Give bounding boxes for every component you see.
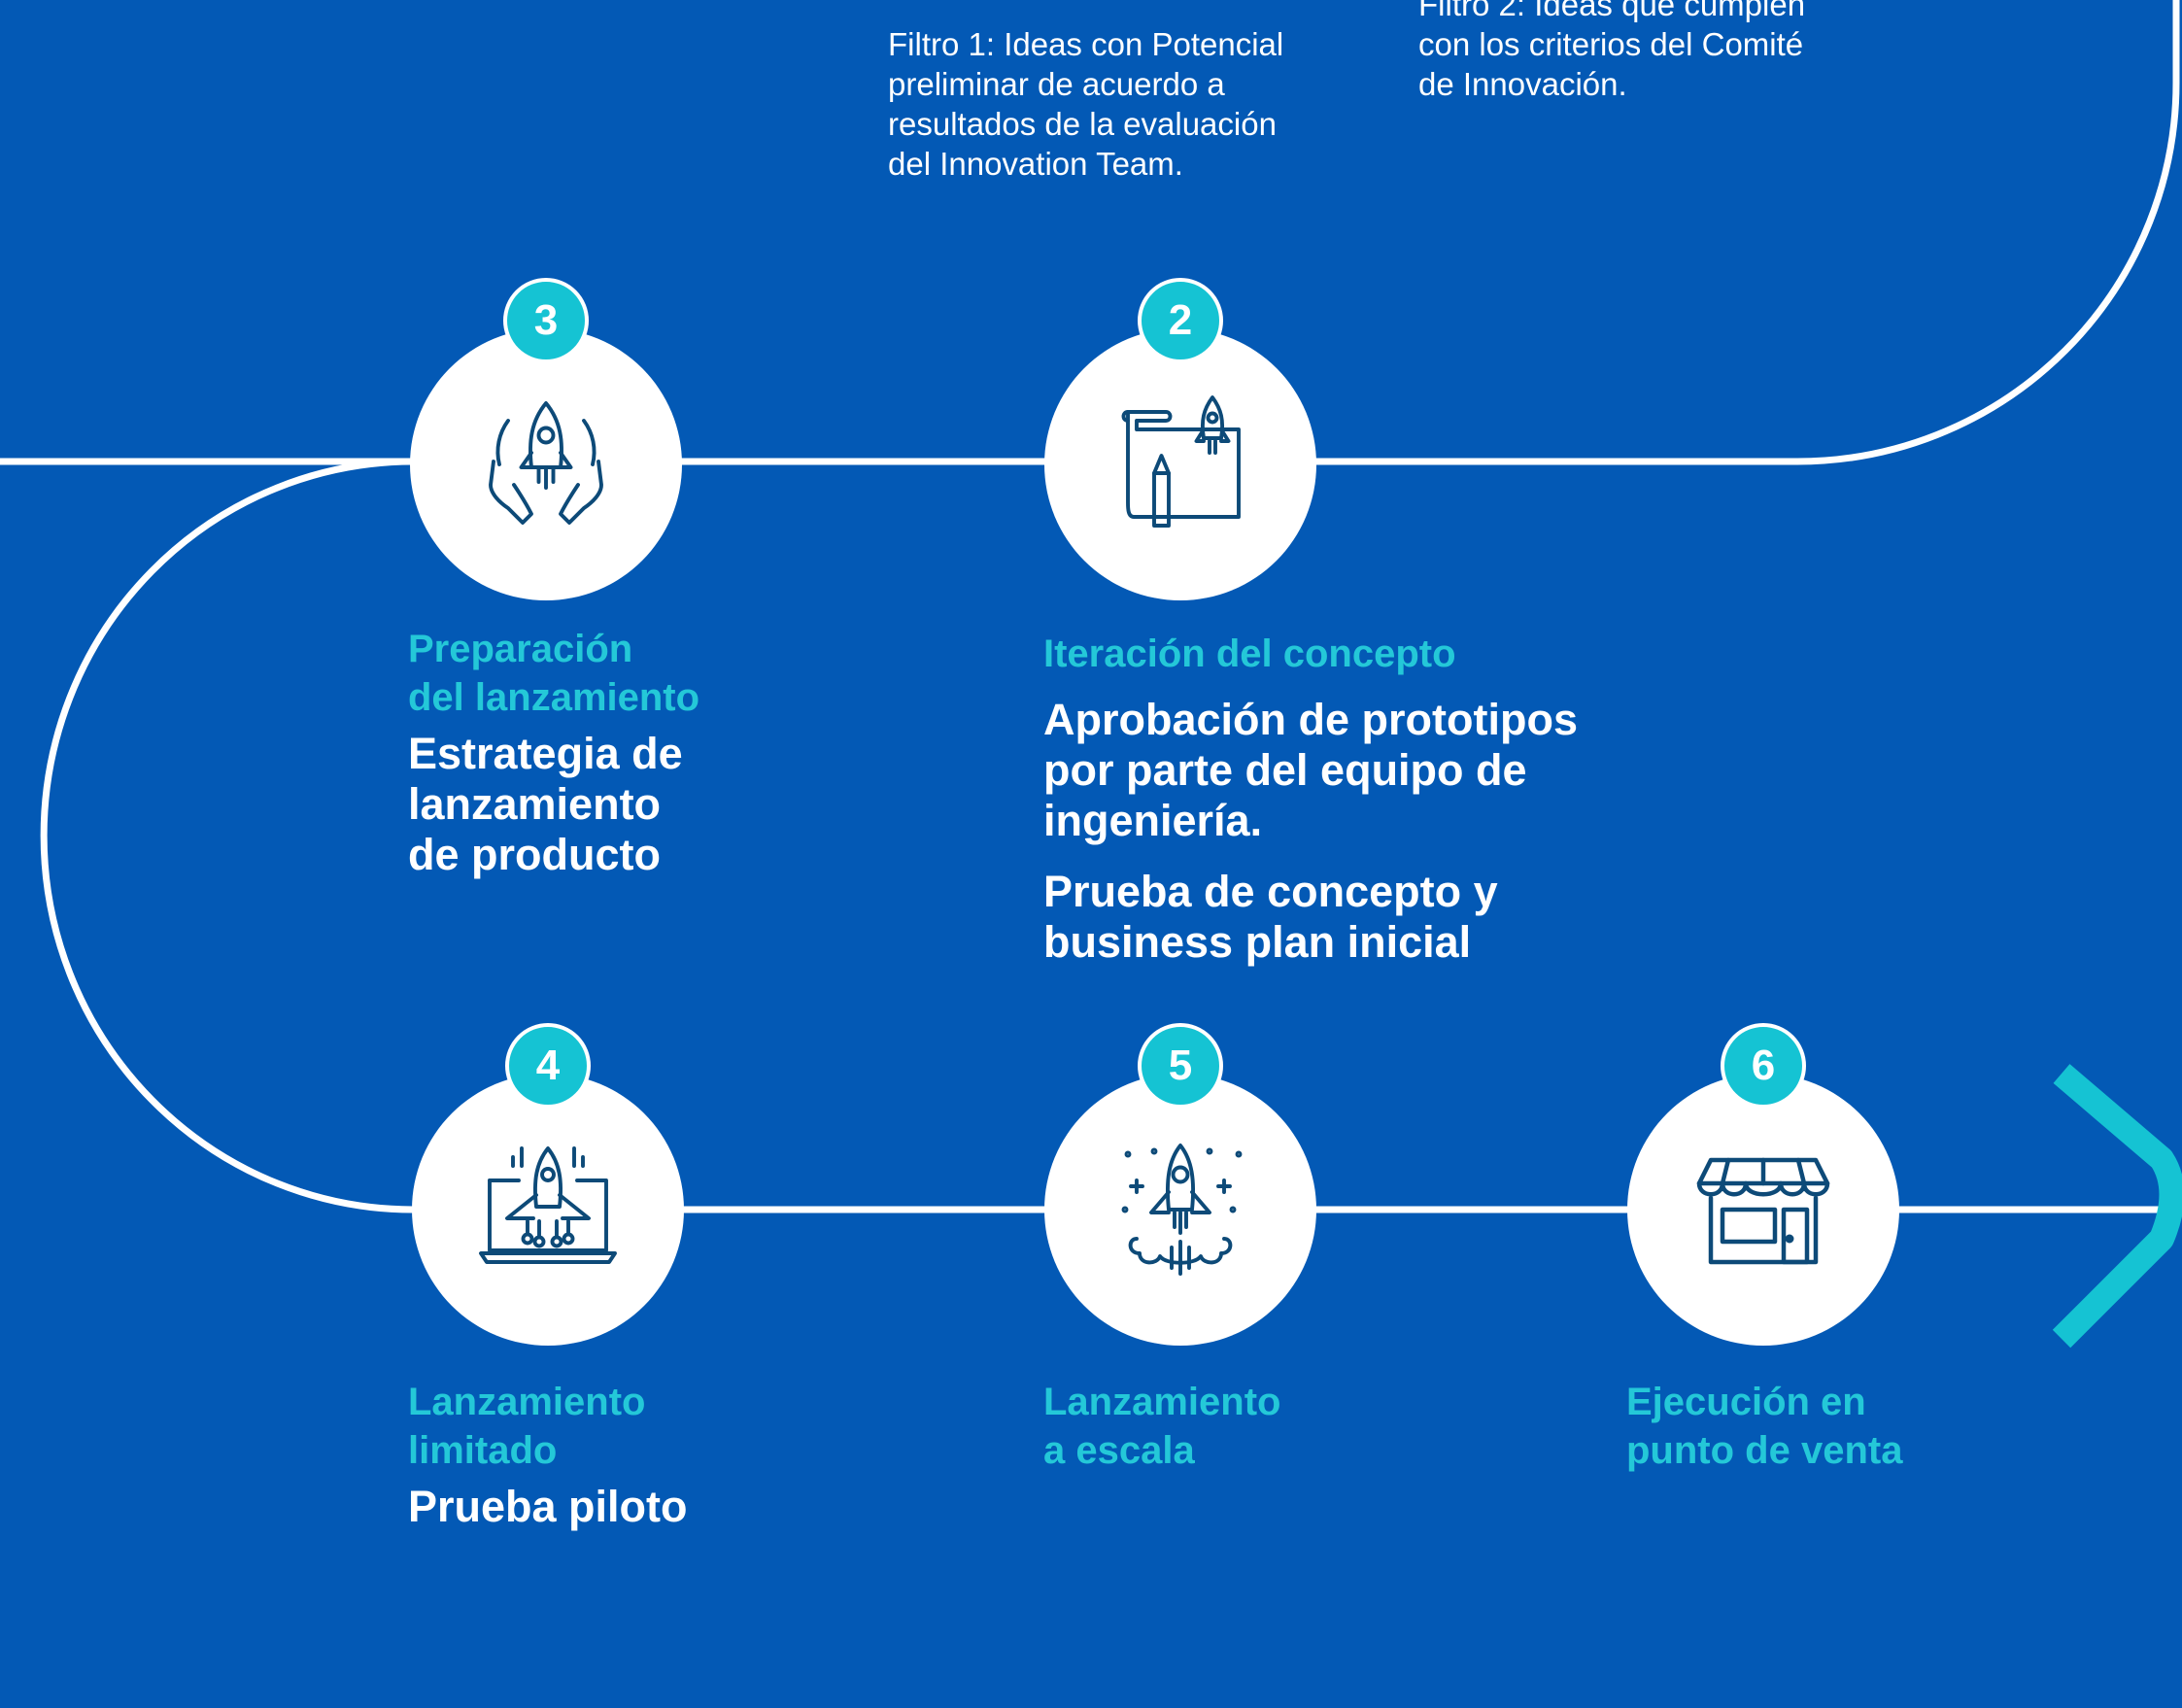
stage-4-circle [412,1074,684,1346]
stage-6-title-line: punto de venta [1626,1429,1903,1472]
rocket-laptop-icon [479,1146,617,1264]
filter-1-line: resultados de la evaluación [888,106,1277,142]
stage-4-description: Prueba piloto [408,1482,688,1532]
storefront-icon [1696,1157,1830,1265]
filter-1-line: preliminar de acuerdo a [888,66,1225,102]
stage-6-title: Ejecución en punto de venta [1626,1378,1902,1475]
stage-2-desc-line: por parte del equipo de [1043,745,1527,795]
stage-5-circle [1044,1074,1316,1346]
stage-6-title-line: Ejecución en [1626,1381,1866,1423]
stage-2-description-secondary: Prueba de concepto y business plan inici… [1043,867,1498,968]
stage-2-number-badge: 2 [1138,278,1223,363]
stage-4-title: Lanzamiento limitado [408,1378,645,1475]
stage-5-number-badge: 5 [1138,1023,1223,1109]
rocket-launch-icon [1121,1144,1243,1276]
stage-4-number-badge: 4 [505,1023,591,1109]
blueprint-rocket-pencil-icon [1121,395,1241,528]
continue-chevron-icon [2052,1064,2182,1349]
filter-2-line: con los criterios del Comité [1418,26,1804,62]
stage-2-desc-line: ingeniería. [1043,796,1263,845]
stage-2-description: Aprobación de prototipos por parte del e… [1043,695,1578,846]
filter-1-line: del Innovation Team. [888,146,1183,182]
filter-2-line: de Innovación. [1418,66,1627,102]
stage-6-circle [1627,1074,1899,1346]
filter-1-line: Filtro 1: Ideas con Potencial [888,26,1284,62]
rocket-in-hands-icon [489,401,603,525]
stage-3-desc-line: lanzamiento [408,779,662,829]
stage-3-circle [410,328,682,600]
stage-2-title-line: Iteración del concepto [1043,632,1456,675]
filter-1-note: Filtro 1: Ideas con Potencial preliminar… [888,24,1283,184]
stage-2-title: Iteración del concepto [1043,630,1456,678]
stage-5-title-line: Lanzamiento [1043,1381,1281,1423]
stage-5-title-line: a escala [1043,1429,1195,1472]
stage-4-desc-line: Prueba piloto [408,1482,688,1531]
stage-3-title-line: del lanzamiento [408,676,700,719]
filter-2-line: Filtro 2: Ideas que cumplen [1418,0,1806,22]
stage-4-title-line: limitado [408,1429,558,1472]
stage-2-desc2-line: business plan inicial [1043,917,1472,967]
stage-2-desc2-line: Prueba de concepto y [1043,867,1498,916]
stage-3-description: Estrategia de lanzamiento de producto [408,729,683,880]
stage-2-desc-line: Aprobación de prototipos [1043,695,1578,744]
stage-3-number-badge: 3 [503,278,589,363]
stage-6-number-badge: 6 [1721,1023,1806,1109]
filter-2-note: Filtro 2: Ideas que cumplen con los crit… [1418,0,1805,104]
stage-3-desc-line: de producto [408,830,661,879]
stage-3-title: Preparación del lanzamiento [408,625,699,722]
stage-4-title-line: Lanzamiento [408,1381,646,1423]
stage-2-circle [1044,328,1316,600]
stage-3-title-line: Preparación [408,628,633,670]
stage-5-title: Lanzamiento a escala [1043,1378,1280,1475]
stage-3-desc-line: Estrategia de [408,729,683,778]
